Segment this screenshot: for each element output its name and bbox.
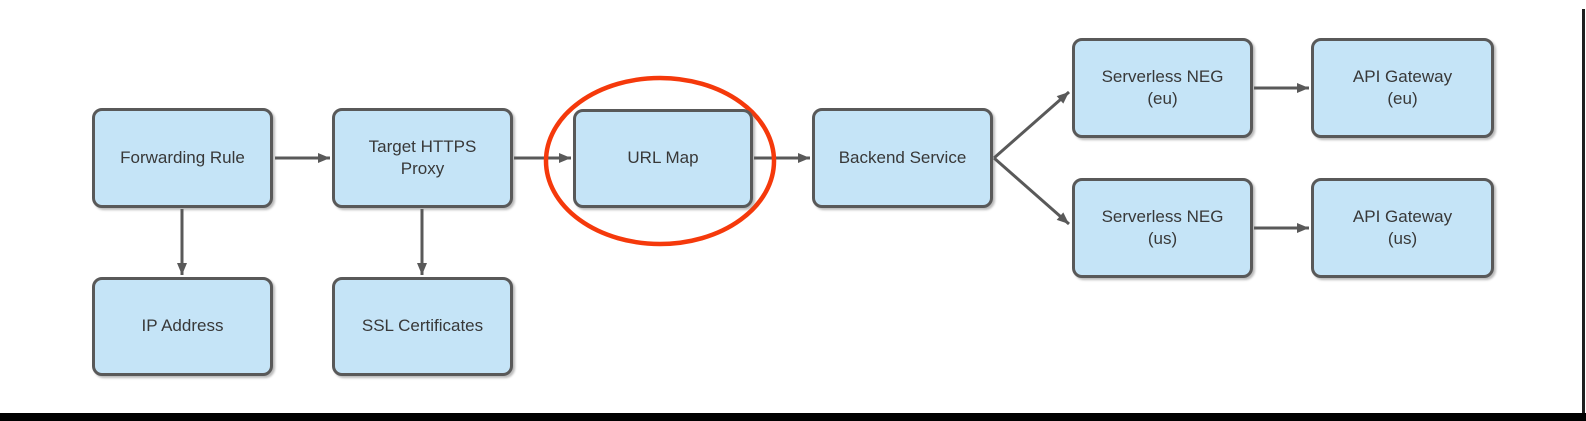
node-serverless-neg-us: Serverless NEG (us) <box>1072 178 1253 278</box>
edge-backend-service-to-serverless-neg-eu <box>993 90 1070 160</box>
node-forwarding-rule: Forwarding Rule <box>92 108 273 208</box>
edge-backend-service-to-serverless-neg-us <box>993 156 1070 226</box>
bottom-frame-bar <box>0 413 1586 421</box>
node-api-gateway-us: API Gateway (us) <box>1311 178 1494 278</box>
highlight-ellipse <box>543 75 777 247</box>
node-url-map: URL Map <box>573 109 753 208</box>
node-serverless-neg-eu: Serverless NEG (eu) <box>1072 38 1253 138</box>
node-api-gateway-eu: API Gateway (eu) <box>1311 38 1494 138</box>
node-ssl-certificates: SSL Certificates <box>332 277 513 376</box>
node-backend-service: Backend Service <box>812 108 993 208</box>
node-target-https-proxy: Target HTTPS Proxy <box>332 108 513 208</box>
right-frame-line <box>1582 9 1585 413</box>
node-ip-address: IP Address <box>92 277 273 376</box>
